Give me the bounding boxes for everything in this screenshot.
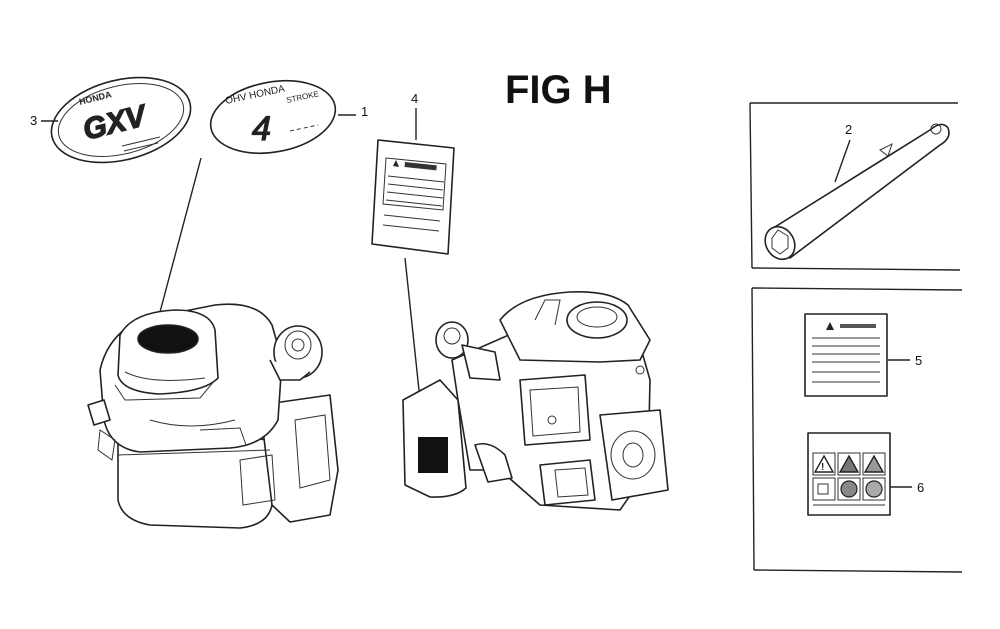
decal-label-5[interactable] <box>804 313 888 397</box>
decal-label-6[interactable]: ! <box>807 432 891 516</box>
decal-four-text: 4 <box>252 110 271 148</box>
warning-triangle-icon <box>826 322 834 330</box>
callout-6: 6 <box>917 480 924 495</box>
leader-line-decal <box>159 157 202 313</box>
engine-left[interactable] <box>87 303 339 529</box>
callout-2: 2 <box>845 122 852 137</box>
callout-3: 3 <box>30 113 37 128</box>
frame-tool <box>749 102 961 271</box>
callout-1: 1 <box>361 104 368 119</box>
callout-4: 4 <box>411 91 418 106</box>
recoil-cap-icon <box>137 324 199 354</box>
engine-right[interactable] <box>402 290 669 511</box>
frame-labels <box>751 287 963 573</box>
hazard-icons: ! <box>812 452 886 501</box>
spark-plug-wrench[interactable] <box>759 123 950 265</box>
callout-5: 5 <box>915 353 922 368</box>
decal-gxv-oval[interactable]: HONDA GXV <box>42 64 199 176</box>
svg-text:!: ! <box>821 462 824 473</box>
decal-warning-label[interactable] <box>371 139 455 255</box>
decal-four-stroke-oval[interactable]: OHV HONDA STROKE 4 <box>205 72 341 163</box>
label-mark <box>418 437 448 473</box>
figure-title: FIG H <box>505 68 612 112</box>
